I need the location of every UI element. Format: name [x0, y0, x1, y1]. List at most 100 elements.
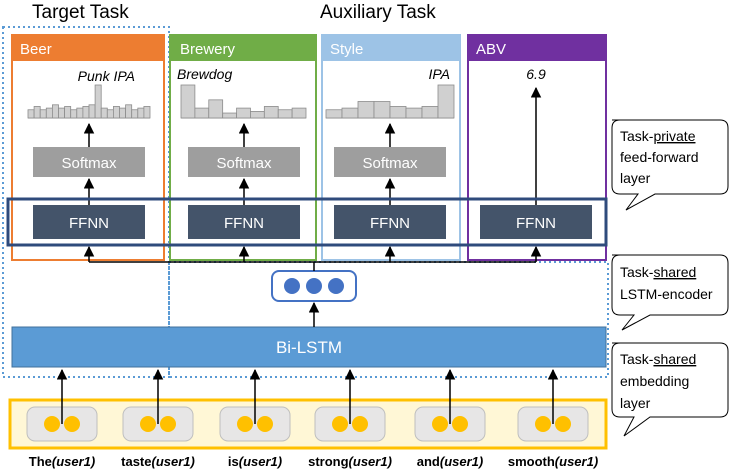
beer-ffnn-label: FFNN — [69, 215, 109, 232]
callout-keyword: shared — [653, 351, 696, 367]
token-user: (user1) — [440, 454, 483, 469]
style-bar — [357, 101, 375, 119]
beer-bar — [106, 109, 114, 119]
beer-bar — [52, 104, 59, 119]
token-label: smooth(user1) — [508, 454, 598, 469]
style-panel-header — [322, 35, 460, 61]
encoder-dot — [284, 278, 300, 294]
token-user: (user1) — [52, 454, 95, 469]
brewery-panel-header — [170, 35, 316, 61]
token-word: is — [228, 454, 239, 469]
callout-prefix: Task- — [620, 351, 654, 367]
abv-ffnn-box — [480, 205, 592, 239]
beer-bar — [125, 104, 133, 119]
beer-bar — [119, 107, 126, 119]
task-panel-style: Style IPA Softmax FFNN — [321, 34, 461, 261]
style-prediction: IPA — [428, 66, 450, 82]
abv-prediction: 6.9 — [526, 66, 546, 82]
token-embeddings — [26, 368, 589, 442]
style-softmax-label: Softmax — [362, 155, 418, 172]
bilstm-label: Bi-LSTM — [276, 338, 342, 357]
embedding-dot — [535, 416, 551, 432]
bilstm-box — [11, 326, 607, 368]
embedding-dot — [237, 416, 253, 432]
callout-text: Task-shared — [620, 351, 696, 367]
style-ffnn-box — [334, 205, 446, 239]
beer-bar — [70, 109, 78, 119]
style-ffnn-label: FFNN — [370, 215, 410, 232]
ffnn-layer-highlight — [6, 197, 608, 247]
beer-bar — [39, 109, 47, 119]
token-label: strong(user1) — [308, 454, 392, 469]
target-task-header: Target Task — [32, 2, 129, 23]
beer-label: Beer — [20, 41, 52, 58]
style-bar — [437, 84, 455, 119]
beer-bar — [76, 107, 84, 119]
abv-panel-header — [468, 35, 606, 61]
embedding-dot — [64, 416, 80, 432]
brewery-ffnn-box — [188, 205, 300, 239]
embedding-dot — [44, 416, 60, 432]
brewery-softmax-label: Softmax — [216, 155, 272, 172]
token-user: (user1) — [349, 454, 392, 469]
brewery-bar — [291, 107, 307, 119]
beer-prediction: Punk IPA — [78, 68, 135, 84]
encoder-dot — [328, 278, 344, 294]
beer-bar — [45, 107, 53, 119]
token-label: taste(user1) — [121, 454, 195, 469]
token-word: strong — [308, 454, 349, 469]
brewery-bar — [222, 112, 237, 119]
token-user: (user1) — [152, 454, 195, 469]
style-bar — [405, 107, 423, 119]
brewery-label: Brewery — [180, 41, 236, 58]
style-label: Style — [330, 41, 363, 58]
embedding-layer — [8, 398, 608, 450]
token-word: and — [417, 454, 440, 469]
token-user: (user1) — [555, 454, 598, 469]
token-word: smooth — [508, 454, 555, 469]
style-softmax-box — [334, 147, 446, 177]
brewery-bar — [208, 99, 224, 119]
beer-bar — [131, 109, 139, 119]
style-bar — [341, 107, 359, 119]
beer-bar — [113, 106, 120, 119]
embedding-dot — [555, 416, 571, 432]
beer-softmax-box — [33, 147, 145, 177]
task-panel-abv: ABV 6.9 FFNN — [467, 34, 607, 261]
callout-line: LSTM-encoder — [620, 286, 713, 302]
style-bar — [389, 106, 407, 119]
beer-distribution — [27, 84, 151, 119]
callout-bubble — [611, 254, 729, 331]
embedding-dot — [352, 416, 368, 432]
beer-ffnn-box — [33, 205, 145, 239]
style-distribution — [325, 84, 455, 119]
callout-line: feed-forward — [620, 149, 699, 165]
callout-line: layer — [620, 170, 651, 186]
brewery-softmax-box — [188, 147, 300, 177]
shared-encoder-region — [168, 261, 609, 378]
beer-bar — [100, 107, 108, 119]
token-label: The(user1) — [29, 454, 95, 469]
brewery-bar — [236, 107, 251, 119]
token-word: The — [29, 454, 52, 469]
embedding-dot — [160, 416, 176, 432]
beer-bar — [137, 107, 145, 119]
style-bar — [373, 101, 391, 119]
callout-prefix: Task- — [620, 264, 654, 280]
callout-line: embedding — [620, 373, 689, 389]
callout-private-ffnn: Task-private feed-forward layer — [611, 119, 729, 211]
beer-bar — [27, 109, 35, 119]
callout-keyword: private — [653, 128, 695, 144]
embedding-dot — [332, 416, 348, 432]
token-user: (user1) — [239, 454, 282, 469]
brewery-ffnn-label: FFNN — [224, 215, 264, 232]
token-labels: The(user1)taste(user1)is(user1)strong(us… — [29, 454, 598, 469]
beer-bar — [88, 104, 96, 119]
beer-bar — [143, 106, 151, 119]
embedding-dot — [257, 416, 273, 432]
callout-keyword: shared — [653, 264, 696, 280]
style-bar — [325, 109, 343, 119]
token-label: and(user1) — [417, 454, 483, 469]
brewery-distribution — [180, 84, 307, 119]
